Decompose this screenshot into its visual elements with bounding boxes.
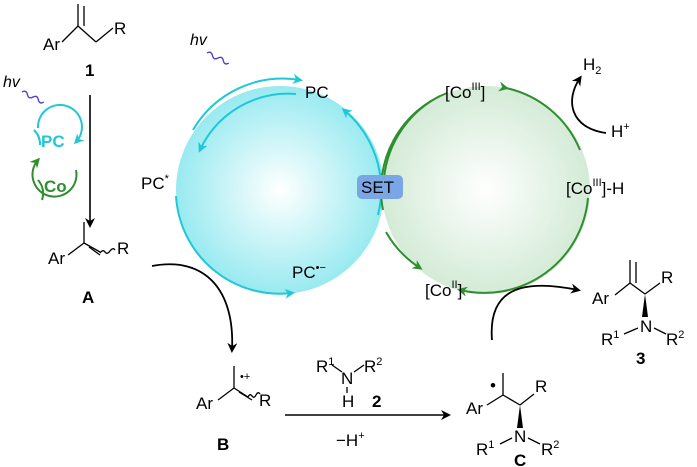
hv-label-large: hv: [190, 32, 208, 49]
r-label-C: R: [535, 377, 547, 396]
r-group-label: R: [114, 19, 126, 38]
aryl-label-B: Ar: [196, 394, 213, 413]
compound-B-structure: Ar •+ R B: [196, 366, 271, 454]
radical-cation-symbol: •+: [240, 371, 250, 383]
h2-release-arrow: [571, 75, 607, 134]
light-wave-large-icon: [206, 51, 230, 65]
n-label-C: N: [514, 427, 526, 446]
r-label-A: R: [117, 239, 129, 258]
compound-A-label: A: [82, 288, 94, 307]
aryl-label-A: Ar: [48, 249, 65, 268]
cobalt-cycle-background: [382, 86, 590, 294]
compound-C-label: C: [514, 451, 526, 467]
pc-small-label: PC: [41, 132, 65, 151]
amine-n: N: [341, 369, 353, 388]
set-label: SET: [361, 178, 394, 197]
compound-1-number: 1: [85, 61, 94, 80]
compound-A-structure: Ar R A: [48, 222, 129, 307]
compound-B-label: B: [217, 435, 229, 454]
aryl-label-C: Ar: [466, 399, 483, 418]
compound-C-structure: • Ar R N R1 R2 C: [466, 373, 559, 467]
minus-proton-label: −H+: [336, 430, 365, 450]
light-wave-small-icon: [21, 90, 45, 104]
arrow-A-to-B: [151, 263, 238, 353]
co-ii-reoxidation-arc: [383, 95, 441, 179]
radical-dot-C: •: [490, 376, 496, 395]
amine-r1: R1: [316, 356, 334, 376]
r2-label-C: R2: [541, 439, 559, 459]
pc-ground-state: PC: [305, 83, 329, 102]
set-to-co-ii-arc: [385, 231, 423, 270]
co-ii-label: [CoII]: [425, 279, 462, 300]
photoredox-cycle-background: [176, 86, 384, 294]
amine-r2: R2: [364, 356, 382, 376]
pc-radical-anion: PC•−: [292, 262, 326, 282]
compound-2-label: 2: [372, 392, 381, 411]
relaxation-arrow: [198, 92, 297, 153]
n-label-3: N: [640, 317, 652, 336]
pc-reduction-arrow: [175, 195, 295, 299]
compound-3-number: 3: [636, 349, 645, 368]
co-iii-hydride-label: [CoIII]-H: [566, 177, 624, 198]
r1-label-C: R1: [476, 439, 494, 459]
arrow-C-to-3: [490, 283, 581, 341]
r-label-B: R: [259, 391, 271, 410]
set-badge: [357, 175, 403, 199]
r2-label-3: R2: [666, 329, 684, 349]
co-small-label: Co: [44, 177, 67, 196]
amine-h: H: [342, 392, 354, 411]
h2-label: H2: [583, 55, 601, 77]
r1-label-3: R1: [601, 329, 619, 349]
r-label-3: R: [661, 268, 673, 287]
co-iii-label: [CoIII]: [445, 81, 485, 102]
co-hydride-to-ii-arc: [457, 197, 589, 297]
small-co-cycle: Co: [29, 157, 78, 201]
compound-3-structure: Ar R N R1 R2 3: [592, 260, 684, 368]
aryl-label: Ar: [43, 35, 60, 54]
excitation-arrow: [192, 73, 303, 131]
small-pc-cycle: PC: [33, 103, 85, 151]
pc-excited-state: PC*: [141, 173, 170, 193]
proton-label: H+: [611, 121, 630, 141]
co-iii-to-hydride-arc: [498, 81, 581, 151]
hv-label-small: hv: [3, 74, 21, 91]
aryl-label-3: Ar: [592, 289, 609, 308]
compound-1-structure: Ar R 1: [43, 4, 126, 80]
pc-regeneration-arrow: [341, 108, 383, 216]
amine-reagent-2: R1 N R2 H 2: [316, 356, 382, 411]
